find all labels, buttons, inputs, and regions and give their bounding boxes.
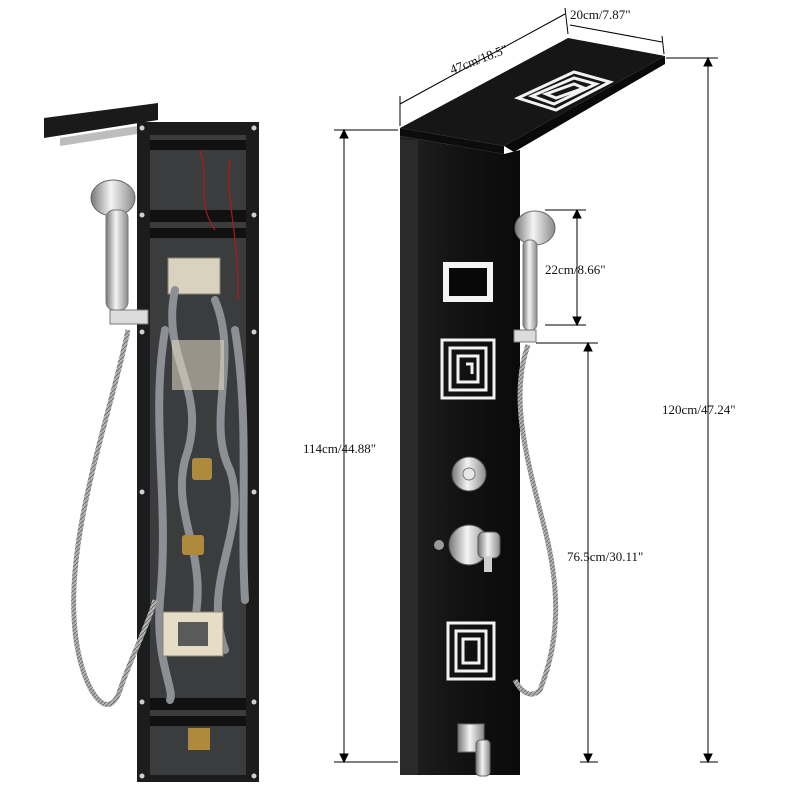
- panel-front-view: [400, 38, 665, 777]
- brass-valve: [182, 535, 204, 555]
- panel-height-label: 114cm/44.88": [303, 441, 377, 456]
- temperature-knob-icon: [451, 456, 487, 492]
- tub-spout-icon: [457, 723, 491, 777]
- total-height-label: 120cm/47.24": [662, 402, 736, 417]
- dimension-lines: [334, 7, 718, 764]
- control-box: [167, 257, 221, 295]
- handshower-mount-height-label: 76.5cm/30.11": [567, 549, 644, 564]
- massage-jet-icon: [446, 621, 496, 681]
- diverter-handle-icon: [434, 524, 501, 572]
- front-hand-shower: [512, 210, 559, 697]
- depth-dimension-label: 20cm/7.87": [570, 7, 631, 22]
- massage-jet-icon: [440, 338, 496, 400]
- brass-valve: [192, 458, 212, 480]
- internal-hoses: [155, 286, 249, 704]
- panel-back-view: [44, 103, 259, 782]
- back-view-top-plate: [44, 103, 158, 138]
- back-view-hand-shower: [71, 179, 158, 707]
- handshower-height-label: 22cm/8.66": [545, 262, 606, 277]
- rainfall-led-icon: [513, 70, 615, 112]
